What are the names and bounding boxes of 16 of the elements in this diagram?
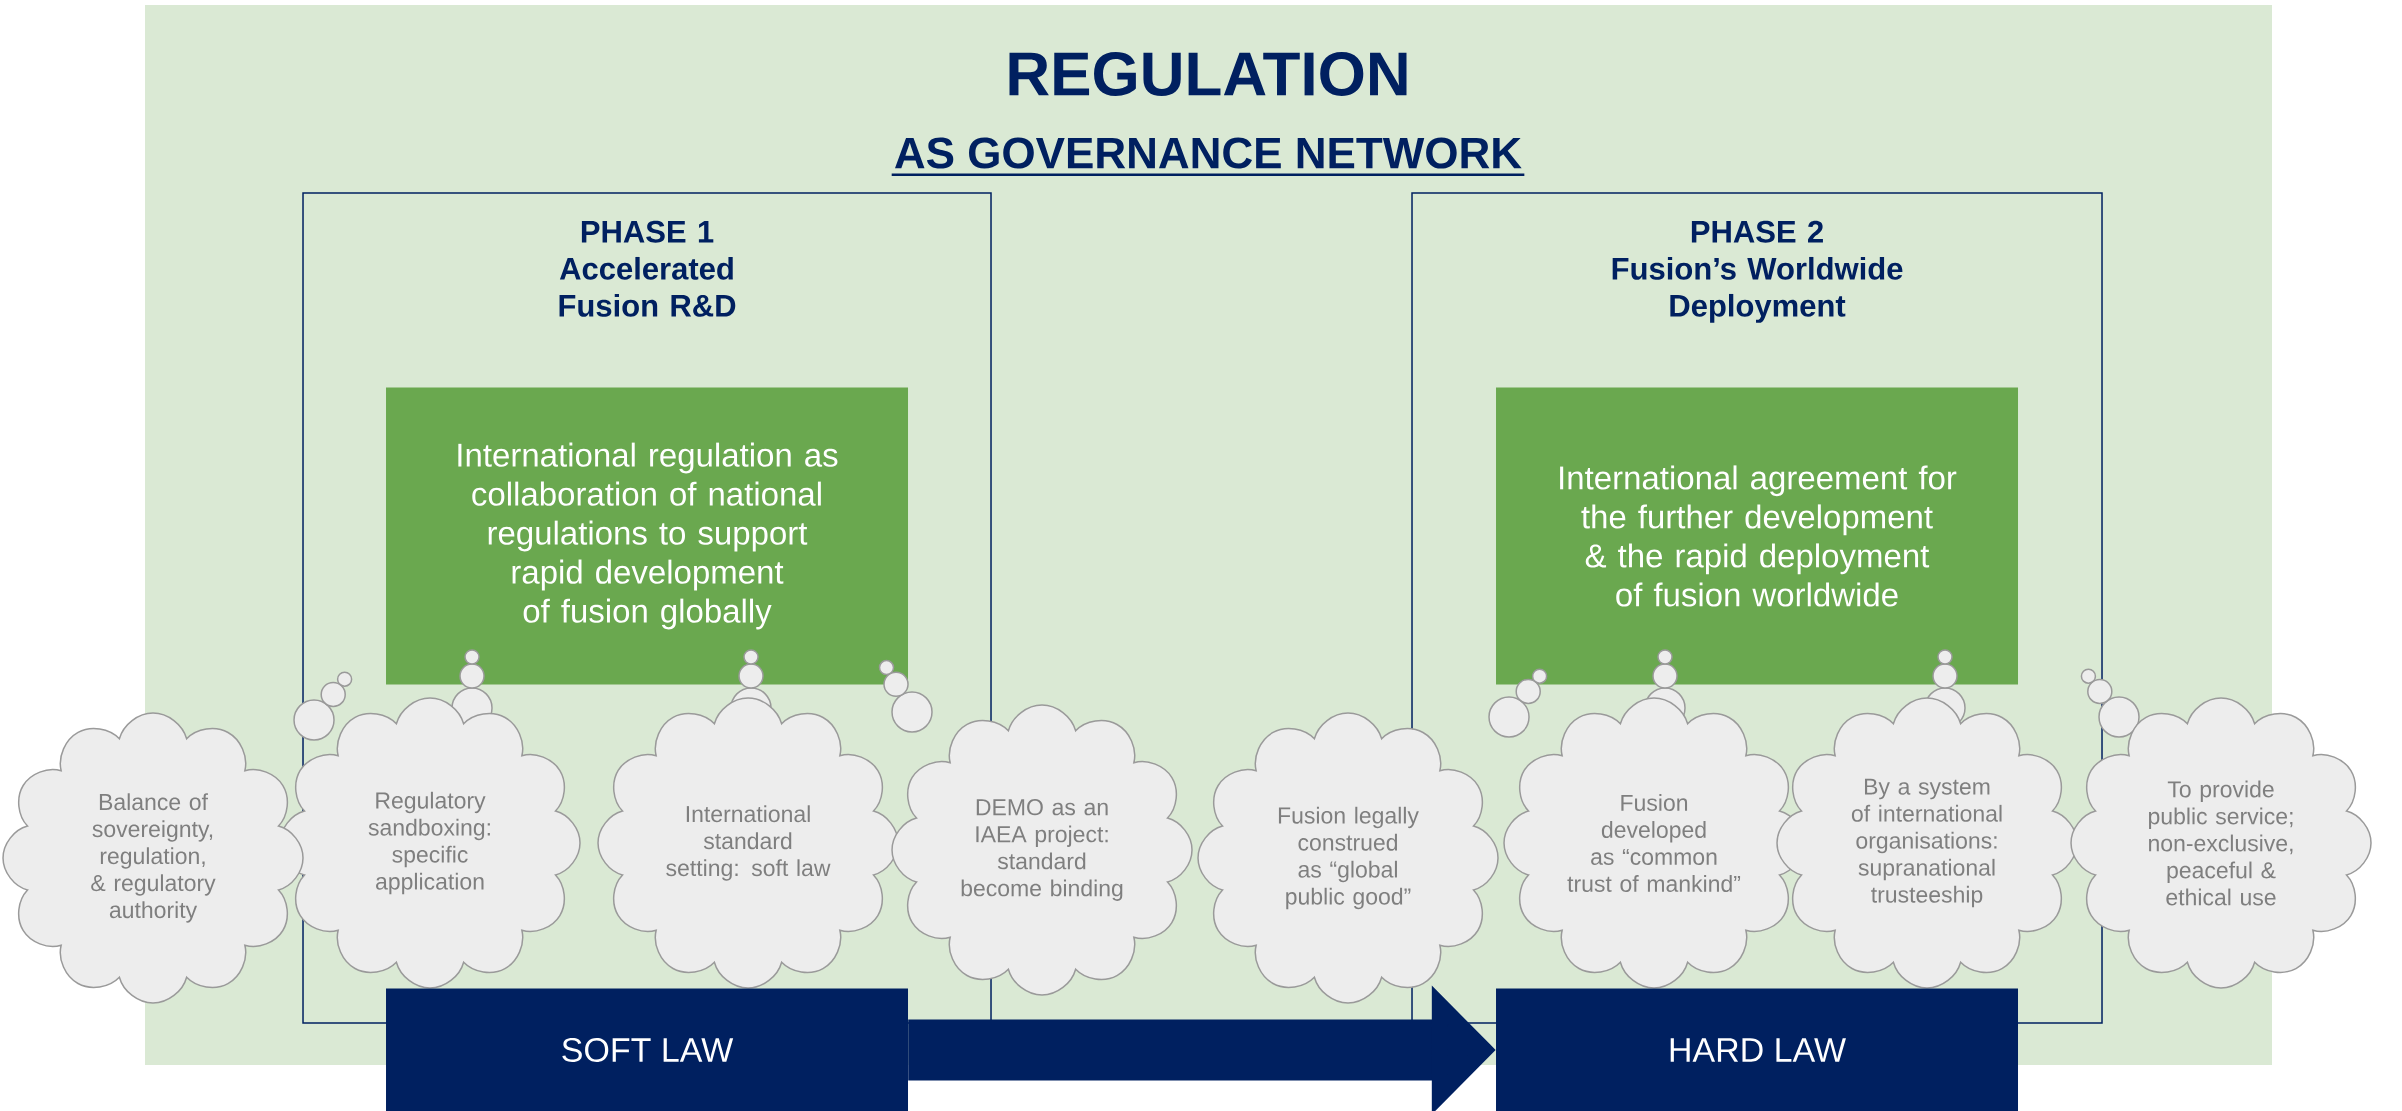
text-box: International agreement for the further development & the rapid deployment of fusion worldwide [1496,387,2018,685]
thought-cloud: Regulatory sandboxing: specific application [279,697,581,989]
thought-cloud: Balance of sovereignty, regulation, & regulatory authority [2,712,304,1004]
label-box: HARD LAW [1496,988,2018,1111]
text-box: International regulation as collaboration of national regulations to support rapid development of fusion globally [386,387,908,685]
thought-cloud: International standard setting: soft law [597,697,899,989]
thought-cloud: Fusion developed as “common trust of mankind” [1503,697,1805,989]
subtitle: AS GOVERNANCE NETWORK [891,137,1525,177]
thought-cloud: DEMO as an IAEA project: standard become binding [891,704,1193,996]
phase-heading: PHASE 1 Accelerated Fusion R&D [559,220,736,317]
thought-cloud: To provide public service; non-exclusive, peaceful & ethical use [2070,697,2372,989]
label-box: SOFT LAW [386,988,908,1111]
thought-cloud: By a system of international organisations: supranational trusteeship [1776,697,2078,989]
phase-heading: PHASE 2 Fusion’s Worldwide Deployment [1612,220,1903,323]
title: REGULATION [1009,52,1407,96]
thought-cloud: Fusion legally construed as “global public good” [1197,712,1499,1004]
